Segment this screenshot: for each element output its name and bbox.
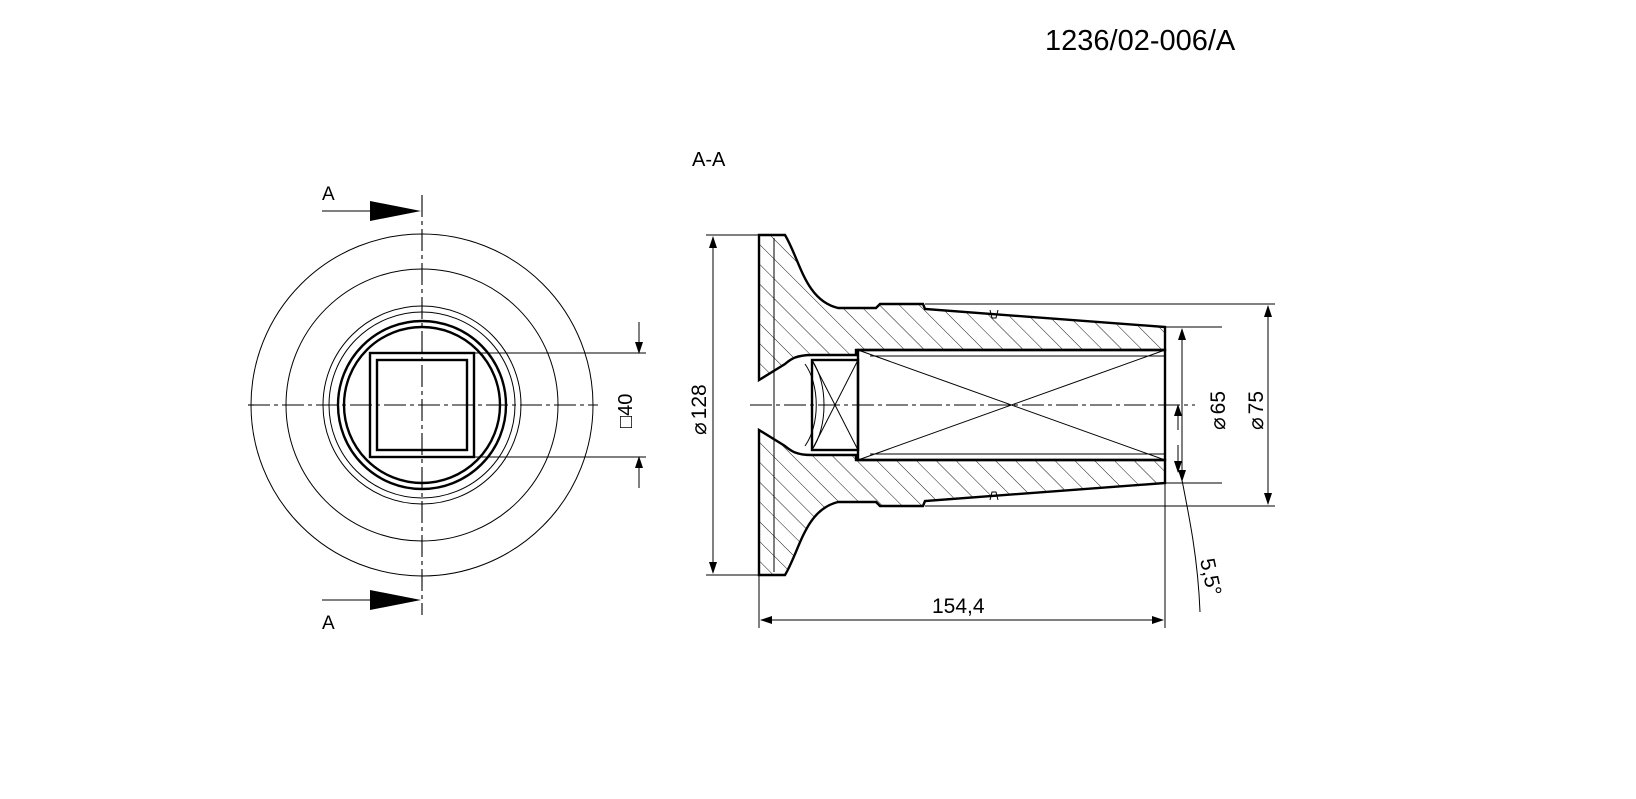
- front-view: A A □40: [248, 184, 646, 634]
- dia65-label: ⌀ 65: [1207, 391, 1230, 430]
- section-body-bottom: [757, 427, 1167, 577]
- square-value: 40: [615, 394, 637, 416]
- drawing-number: 1236/02-006/A: [1045, 25, 1236, 57]
- angle-arc: [1179, 469, 1201, 613]
- dia128-value: 128: [688, 384, 711, 419]
- dia75-symbol: ⌀: [1245, 417, 1268, 430]
- angle-label: 5,5°: [1195, 556, 1225, 598]
- section-body-top: [757, 233, 1167, 383]
- section-view: ⌀ 128 ⌀ 65 ⌀ 75 5,5° 154,4: [688, 233, 1275, 628]
- bore-cross-2: [857, 349, 1166, 461]
- dia128-symbol: ⌀: [688, 422, 711, 435]
- dia65-symbol: ⌀: [1207, 417, 1230, 430]
- groove-top: [989, 309, 999, 319]
- section-mark-bottom: A: [322, 613, 335, 634]
- dia75-value: 75: [1245, 391, 1268, 414]
- section-mark-top: A: [322, 184, 335, 205]
- section-arrow-top: [322, 201, 421, 221]
- section-arrow-bottom: [322, 590, 421, 610]
- length-label: 154,4: [932, 595, 985, 618]
- groove-bottom: [989, 491, 999, 501]
- square-symbol: □: [615, 416, 637, 428]
- square-dimension-label: □40: [615, 394, 637, 428]
- recess-curve: [804, 363, 817, 447]
- dia65-value: 65: [1207, 391, 1230, 414]
- dia75-label: ⌀ 75: [1245, 391, 1268, 430]
- section-title: A-A: [692, 149, 726, 171]
- dia128-label: ⌀ 128: [688, 384, 711, 435]
